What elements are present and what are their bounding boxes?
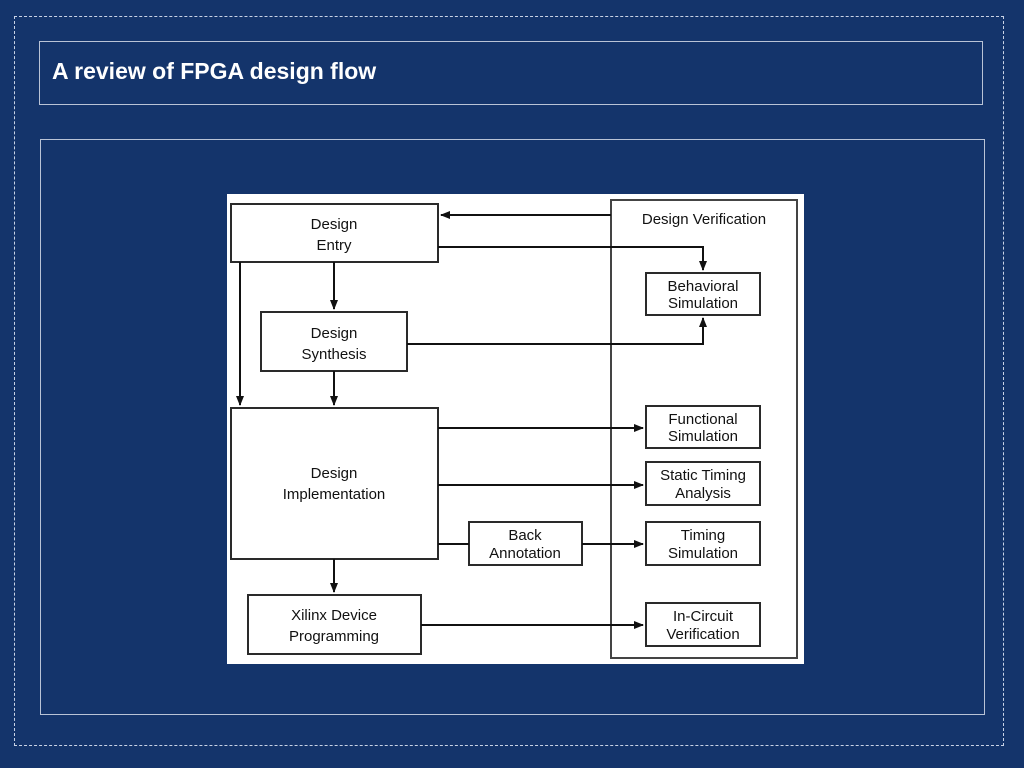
static-timing-analysis-line1: Static Timing (660, 467, 746, 484)
xilinx-device-programming-line1: Xilinx Device (291, 607, 377, 624)
xilinx-device-programming-line2: Programming (289, 628, 379, 645)
behavioral-simulation-line1: Behavioral (668, 278, 739, 295)
design-entry-node: Design Entry (230, 203, 439, 263)
timing-simulation-line2: Simulation (668, 545, 738, 562)
timing-simulation-node: Timing Simulation (645, 521, 761, 566)
design-entry-line1: Design (311, 216, 358, 233)
design-synthesis-node: Design Synthesis (260, 311, 408, 372)
entry-to-behavioral-arrow (438, 246, 707, 271)
back-annotation-node: Back Annotation (468, 521, 583, 566)
fpga-design-flow-diagram: Design Verification Design Entry Design … (227, 194, 804, 664)
behavioral-simulation-line2: Simulation (668, 295, 738, 312)
functional-simulation-line2: Simulation (668, 428, 738, 445)
slide-title: A review of FPGA design flow (52, 58, 377, 84)
functional-simulation-line1: Functional (668, 411, 737, 428)
content-box (40, 139, 985, 715)
title-box: A review of FPGA design flow (39, 41, 983, 105)
design-synthesis-line2: Synthesis (301, 346, 366, 363)
design-implementation-node: Design Implementation (230, 407, 439, 560)
in-circuit-verification-line1: In-Circuit (673, 608, 734, 625)
design-entry-line2: Entry (316, 237, 352, 254)
synthesis-to-behavioral-arrow (407, 317, 707, 345)
design-implementation-line1: Design (311, 465, 358, 482)
slide-border (14, 16, 1004, 746)
back-annotation-line1: Back (508, 527, 542, 544)
behavioral-simulation-node: Behavioral Simulation (645, 272, 761, 316)
design-implementation-line2: Implementation (283, 486, 386, 503)
back-annotation-line2: Annotation (489, 545, 561, 562)
static-timing-analysis-node: Static Timing Analysis (645, 461, 761, 506)
static-timing-analysis-line2: Analysis (675, 485, 731, 502)
design-verification-label: Design Verification (642, 211, 766, 228)
timing-simulation-line1: Timing (681, 527, 725, 544)
in-circuit-verification-line2: Verification (666, 626, 739, 643)
in-circuit-verification-node: In-Circuit Verification (645, 602, 761, 647)
design-synthesis-line1: Design (311, 325, 358, 342)
xilinx-device-programming-node: Xilinx Device Programming (247, 594, 422, 655)
functional-simulation-node: Functional Simulation (645, 405, 761, 449)
